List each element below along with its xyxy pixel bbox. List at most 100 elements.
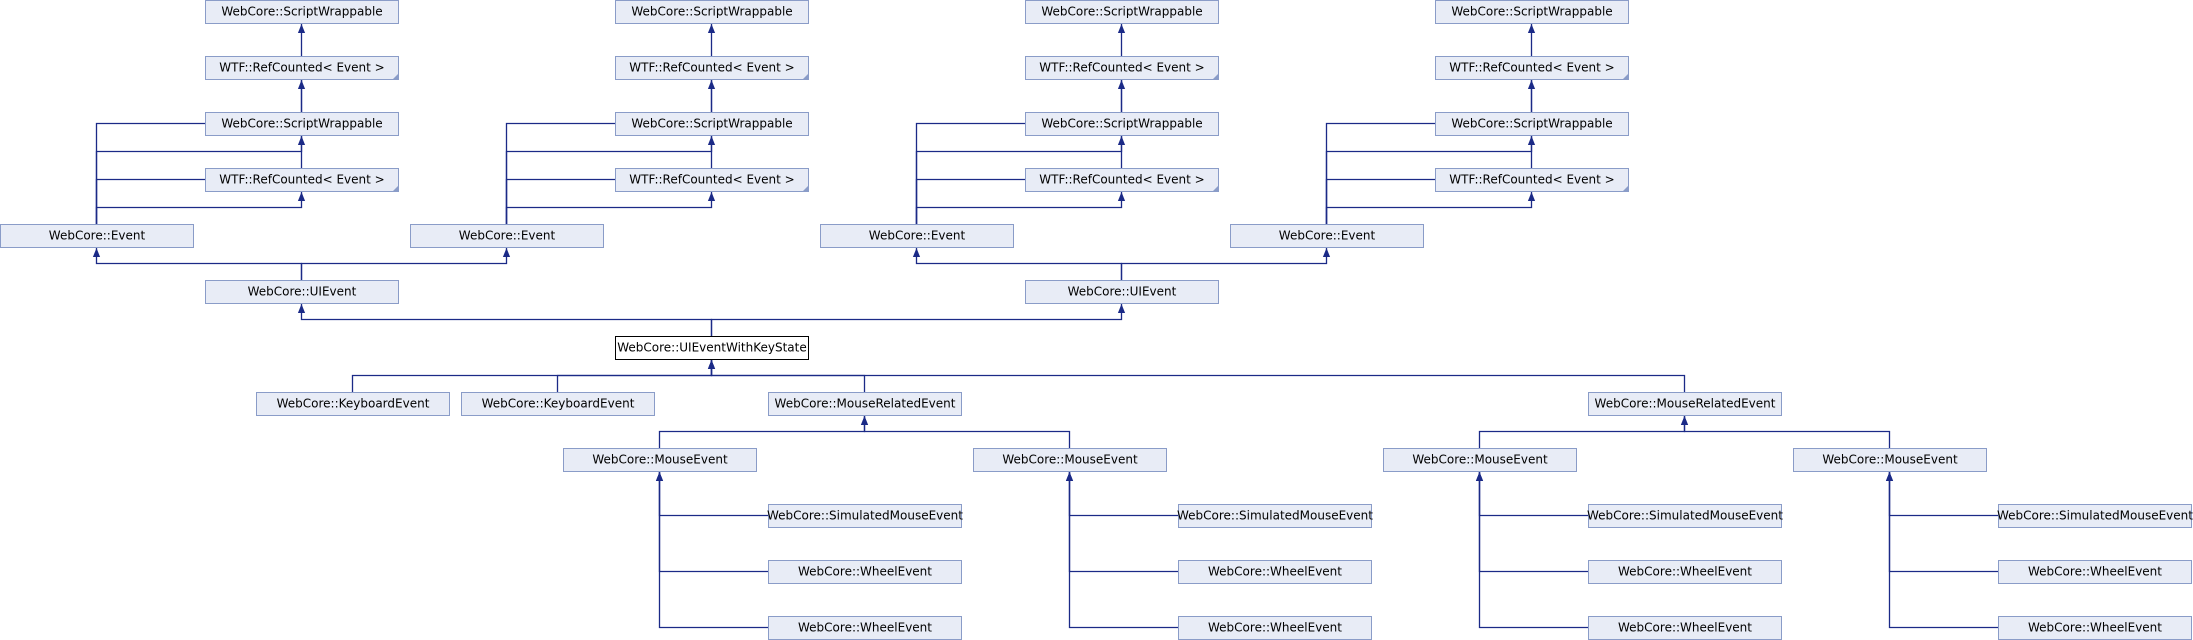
class-node-w4b[interactable]: WebCore::WheelEvent <box>1998 616 2192 640</box>
class-box[interactable] <box>461 392 655 416</box>
edge-e2-to-n6 <box>505 80 716 224</box>
class-node-n14[interactable]: WTF::RefCounted< Event > <box>1435 56 1629 80</box>
class-box[interactable] <box>1588 392 1782 416</box>
class-node-e1[interactable]: WebCore::Event <box>0 224 194 248</box>
class-node-n4[interactable]: WTF::RefCounted< Event > <box>205 168 399 192</box>
class-node-n12[interactable]: WTF::RefCounted< Event > <box>1025 168 1219 192</box>
class-node-n1[interactable]: WebCore::ScriptWrappable <box>205 0 399 24</box>
class-node-k[interactable]: WebCore::UIEventWithKeyState <box>615 336 809 360</box>
class-node-n15[interactable]: WebCore::ScriptWrappable <box>1435 112 1629 136</box>
edge-e3-to-n10 <box>915 80 1126 224</box>
class-node-n11[interactable]: WebCore::ScriptWrappable <box>1025 112 1219 136</box>
class-node-e4[interactable]: WebCore::Event <box>1230 224 1424 248</box>
class-box[interactable] <box>205 56 399 80</box>
class-box[interactable] <box>1383 448 1577 472</box>
class-node-n5[interactable]: WebCore::ScriptWrappable <box>615 0 809 24</box>
class-node-m2[interactable]: WebCore::MouseEvent <box>973 448 1167 472</box>
class-node-n16[interactable]: WTF::RefCounted< Event > <box>1435 168 1629 192</box>
class-box[interactable] <box>1178 560 1372 584</box>
class-node-n8[interactable]: WTF::RefCounted< Event > <box>615 168 809 192</box>
class-label: WTF::RefCounted< Event > <box>629 173 794 187</box>
class-node-s4[interactable]: WebCore::SimulatedMouseEvent <box>1997 504 2193 528</box>
class-box[interactable] <box>768 560 962 584</box>
class-label: WebCore::WheelEvent <box>1208 565 1342 579</box>
class-node-s3[interactable]: WebCore::SimulatedMouseEvent <box>1587 504 1783 528</box>
class-box[interactable] <box>615 56 809 80</box>
class-node-m3[interactable]: WebCore::MouseEvent <box>1383 448 1577 472</box>
class-box[interactable] <box>768 504 962 528</box>
class-label: WTF::RefCounted< Event > <box>219 61 384 75</box>
class-node-w2a[interactable]: WebCore::WheelEvent <box>1178 560 1372 584</box>
class-box[interactable] <box>1435 56 1629 80</box>
class-box[interactable] <box>205 280 399 304</box>
class-box[interactable] <box>615 112 809 136</box>
edge-m1-to-mr1 <box>658 416 869 448</box>
class-node-w3a[interactable]: WebCore::WheelEvent <box>1588 560 1782 584</box>
class-label: WebCore::SimulatedMouseEvent <box>1587 509 1783 523</box>
class-box[interactable] <box>615 336 809 360</box>
class-label: WebCore::Event <box>1279 229 1376 243</box>
class-box[interactable] <box>820 224 1014 248</box>
class-node-kb2[interactable]: WebCore::KeyboardEvent <box>461 392 655 416</box>
class-node-n3[interactable]: WebCore::ScriptWrappable <box>205 112 399 136</box>
class-box[interactable] <box>1793 448 1987 472</box>
class-node-w3b[interactable]: WebCore::WheelEvent <box>1588 616 1782 640</box>
class-label: WebCore::ScriptWrappable <box>1451 5 1612 19</box>
class-node-m4[interactable]: WebCore::MouseEvent <box>1793 448 1987 472</box>
class-node-mr2[interactable]: WebCore::MouseRelatedEvent <box>1588 392 1782 416</box>
edge-s1-to-m1 <box>655 472 768 517</box>
class-box[interactable] <box>1025 168 1219 192</box>
class-node-n2[interactable]: WTF::RefCounted< Event > <box>205 56 399 80</box>
class-box[interactable] <box>1230 224 1424 248</box>
class-box[interactable] <box>410 224 604 248</box>
class-node-s2[interactable]: WebCore::SimulatedMouseEvent <box>1177 504 1373 528</box>
class-node-w1a[interactable]: WebCore::WheelEvent <box>768 560 962 584</box>
class-node-s1[interactable]: WebCore::SimulatedMouseEvent <box>767 504 963 528</box>
class-box[interactable] <box>563 448 757 472</box>
class-label: WebCore::WheelEvent <box>798 565 932 579</box>
edge-w1a-to-m1 <box>655 472 768 573</box>
class-node-m1[interactable]: WebCore::MouseEvent <box>563 448 757 472</box>
class-node-n6[interactable]: WTF::RefCounted< Event > <box>615 56 809 80</box>
class-node-n9[interactable]: WebCore::ScriptWrappable <box>1025 0 1219 24</box>
class-node-kb1[interactable]: WebCore::KeyboardEvent <box>256 392 450 416</box>
class-box[interactable] <box>1178 504 1372 528</box>
class-node-u2[interactable]: WebCore::UIEvent <box>1025 280 1219 304</box>
class-box[interactable] <box>1998 504 2192 528</box>
class-box[interactable] <box>768 392 962 416</box>
edge-w4b-to-m4 <box>1885 472 1998 629</box>
edge-w2b-to-m2 <box>1065 472 1178 629</box>
class-box[interactable] <box>205 112 399 136</box>
class-box[interactable] <box>1435 112 1629 136</box>
class-label: WebCore::SimulatedMouseEvent <box>1997 509 2193 523</box>
edge-k-to-u2 <box>710 304 1126 336</box>
class-node-w2b[interactable]: WebCore::WheelEvent <box>1178 616 1372 640</box>
class-box[interactable] <box>1998 560 2192 584</box>
class-label: WebCore::ScriptWrappable <box>1041 117 1202 131</box>
class-node-e2[interactable]: WebCore::Event <box>410 224 604 248</box>
class-box[interactable] <box>1435 0 1629 24</box>
class-box[interactable] <box>0 224 194 248</box>
class-box[interactable] <box>1025 280 1219 304</box>
class-box[interactable] <box>256 392 450 416</box>
class-box[interactable] <box>615 0 809 24</box>
edge-w4a-to-m4 <box>1885 472 1998 573</box>
class-node-n10[interactable]: WTF::RefCounted< Event > <box>1025 56 1219 80</box>
class-box[interactable] <box>1025 112 1219 136</box>
class-node-mr1[interactable]: WebCore::MouseRelatedEvent <box>768 392 962 416</box>
class-box[interactable] <box>615 168 809 192</box>
class-box[interactable] <box>205 0 399 24</box>
class-box[interactable] <box>1588 504 1782 528</box>
class-box[interactable] <box>1025 56 1219 80</box>
class-box[interactable] <box>1025 0 1219 24</box>
class-node-w1b[interactable]: WebCore::WheelEvent <box>768 616 962 640</box>
class-node-n7[interactable]: WebCore::ScriptWrappable <box>615 112 809 136</box>
class-box[interactable] <box>973 448 1167 472</box>
class-box[interactable] <box>205 168 399 192</box>
class-node-w4a[interactable]: WebCore::WheelEvent <box>1998 560 2192 584</box>
class-node-u1[interactable]: WebCore::UIEvent <box>205 280 399 304</box>
class-box[interactable] <box>1588 560 1782 584</box>
class-node-e3[interactable]: WebCore::Event <box>820 224 1014 248</box>
class-node-n13[interactable]: WebCore::ScriptWrappable <box>1435 0 1629 24</box>
class-box[interactable] <box>1435 168 1629 192</box>
